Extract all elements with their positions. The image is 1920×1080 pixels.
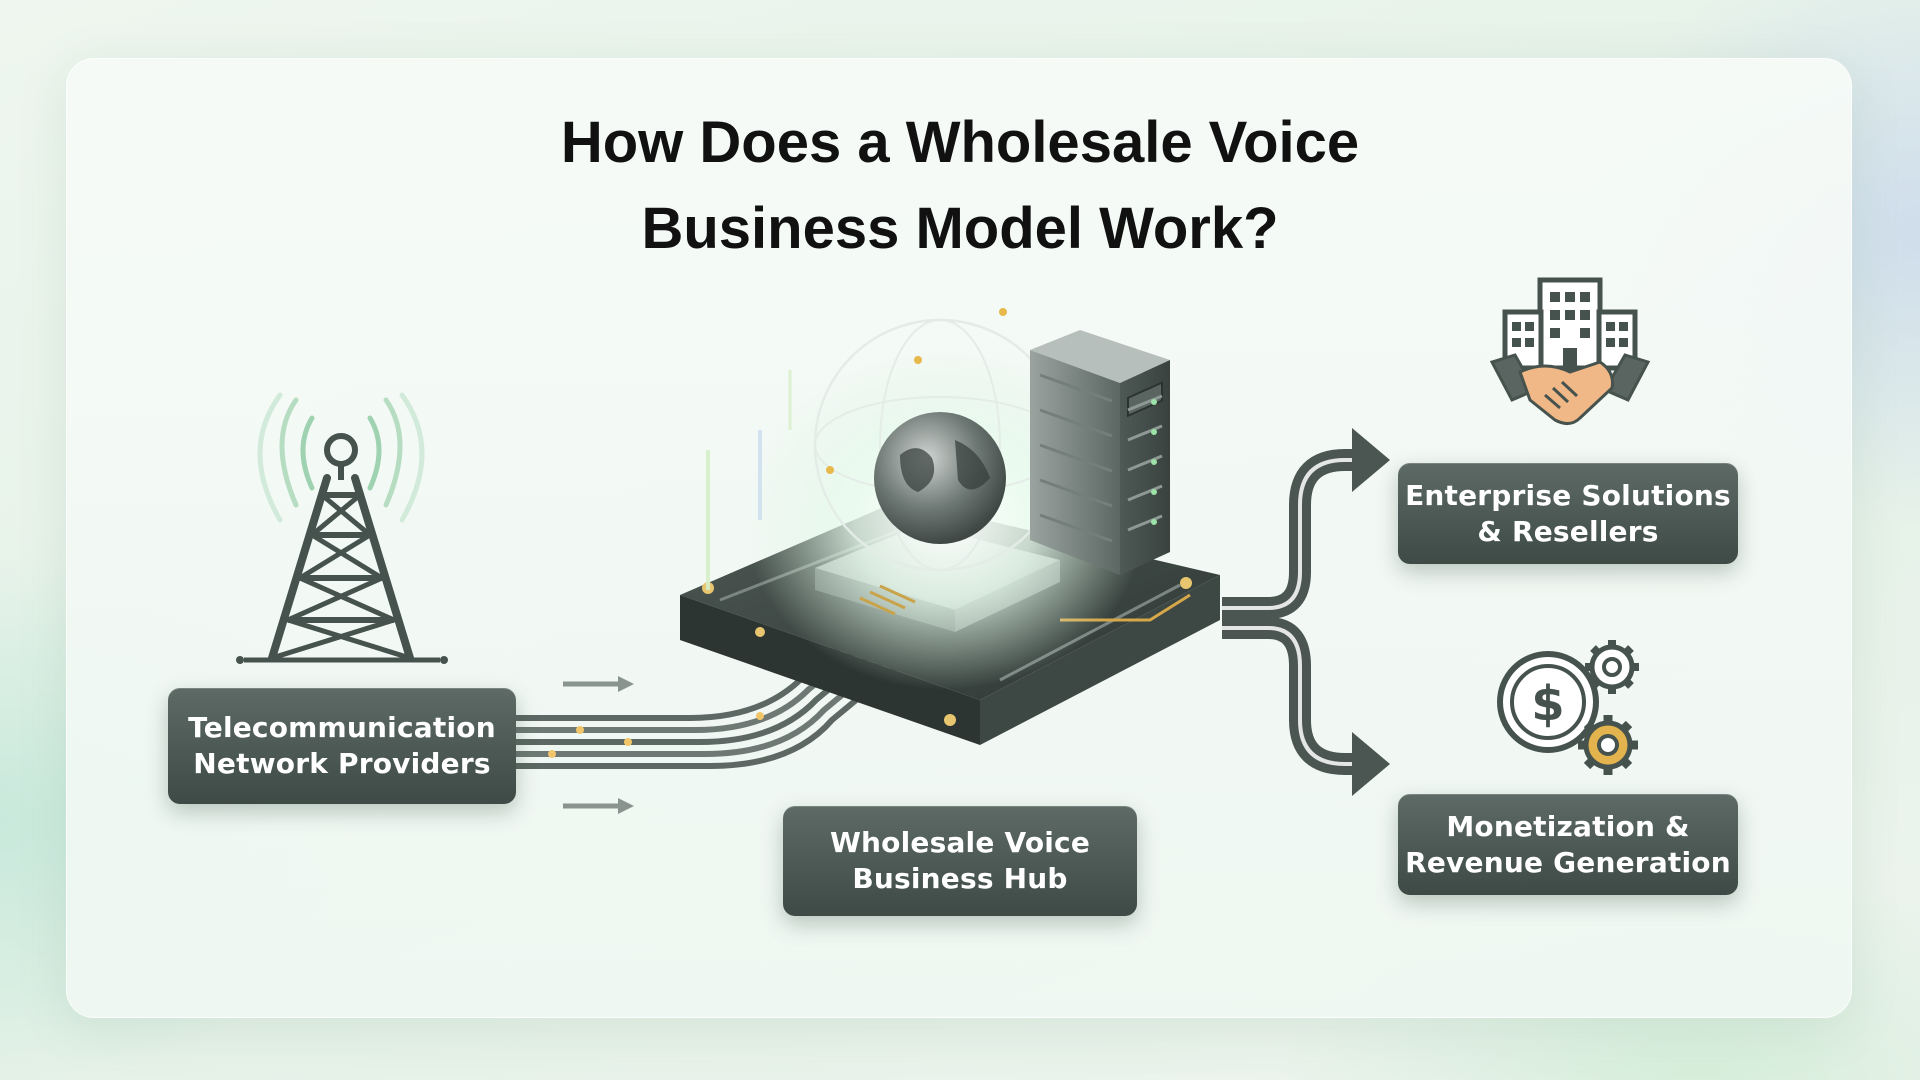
dollar-coin-gears-icon: $ — [1497, 640, 1639, 775]
enterprise-label-line-2: & Resellers — [1477, 514, 1659, 548]
arrow-right-icon — [563, 676, 634, 692]
branch-arrow — [1222, 428, 1390, 796]
buildings-handshake-icon — [1489, 277, 1651, 425]
hub-label-line-2: Business Hub — [852, 862, 1068, 895]
monetization-label-line-1: Monetization & — [1446, 809, 1690, 843]
globe-server-platform-icon — [680, 308, 1220, 745]
data-cable — [516, 619, 904, 769]
business-hub-box: Wholesale Voice Business Hub — [783, 806, 1137, 916]
title-line-2: Business Model Work? — [641, 196, 1279, 261]
enterprise-label-line-1: Enterprise Solutions — [1405, 478, 1731, 512]
enterprise-resellers-box: Enterprise Solutions & Resellers — [1398, 463, 1738, 564]
monetization-revenue-box: Monetization & Revenue Generation — [1398, 794, 1738, 895]
hub-label-line-1: Wholesale Voice — [829, 826, 1091, 859]
telecom-label-line-2: Network Providers — [193, 747, 491, 780]
cell-tower-icon — [236, 392, 448, 664]
monetization-label-line-2: Revenue Generation — [1405, 845, 1731, 879]
telecom-label-line-1: Telecommunication — [188, 711, 496, 744]
title-line-1: How Does a Wholesale Voice — [560, 110, 1360, 175]
telecom-providers-box: Telecommunication Network Providers — [168, 688, 516, 804]
svg-text:$: $ — [1531, 676, 1564, 732]
arrow-right-icon — [563, 798, 634, 814]
page-title: How Does a Wholesale Voice Business Mode… — [360, 100, 1560, 272]
